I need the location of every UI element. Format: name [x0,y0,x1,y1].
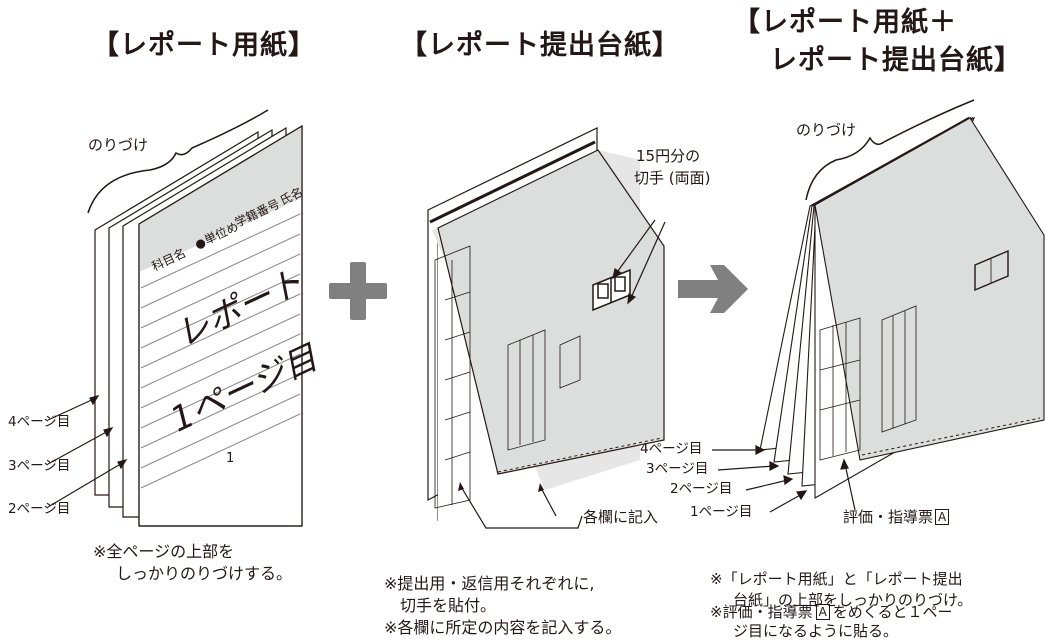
glue-brace-3 [805,99,975,201]
fill-in-pointer-lines [459,484,583,529]
stamp-label-line2: 切手 (両面) [634,169,711,187]
header-combined-line2: レポート提出台紙】 [770,45,1022,76]
combined-front-flap [814,117,1045,461]
combined-stack [759,116,1045,499]
header-combined-line1: 【レポート用紙＋ [733,7,957,38]
page-label-4-col3: 4ページ目 [640,441,703,457]
page-label-4-col1: 4ページ目 [8,414,71,430]
submission-mount [427,127,665,542]
page-label-2-col3: 2ページ目 [670,481,733,497]
combined-form-grid [819,249,1009,461]
header-report-paper: 【レポート用紙】 [92,30,316,61]
page-1-header-band [139,126,302,272]
glue-label-1: のりづけ [88,136,149,154]
page-label-3-col1: 3ページ目 [8,458,71,474]
note-col2-line3: ※各欄に所定の内容を記入する。 [384,618,622,637]
page-label-2-col1: 2ページ目 [8,501,71,517]
combined-fold-dashed-line [861,417,1041,456]
page-label-3-col3: 3ページ目 [646,461,709,477]
stamp-label-line1: 15円分の [636,147,701,165]
note-col2-line1: ※提出用・返信用それぞれに, [384,574,595,593]
note-col1-line2: しっかりのりづけする。 [116,564,293,583]
fill-in-label: 各欄に記入 [583,508,659,526]
note-col3-line4: ジ目になるように貼る。 [733,622,899,640]
note-eval-mark-box: A [815,604,830,620]
report-page-number: 1 [226,451,235,466]
mount-form-grid [434,245,581,509]
eval-sheet-mark-box: A [935,509,950,525]
note-col3-line2: 台紙」の上部をしっかりのりづけ。 [733,591,973,609]
glue-label-3: のりづけ [796,121,857,139]
note-col1-line1: ※全ページの上部を [93,542,235,561]
page-label-arrows-1 [47,395,128,508]
stamp-arrows [612,219,666,305]
note-col3-line1: ※「レポート用紙」と「レポート提出 [710,570,963,588]
mount-fold-dashed-line [497,437,663,473]
note-col2-line2: 切手を貼付。 [400,596,497,615]
glue-brace-1 [87,109,269,214]
page-label-1-col3: 1ページ目 [690,504,753,520]
plus-icon [329,262,387,320]
mount-front-flap [437,149,665,475]
stamp-boxes [592,268,631,312]
page-label-arrows-3 [712,445,856,513]
header-submission-mount: 【レポート提出台紙】 [400,30,680,61]
arrow-right-icon [678,265,748,313]
report-paper-stack [94,124,303,527]
report-rule-lines [140,213,301,489]
